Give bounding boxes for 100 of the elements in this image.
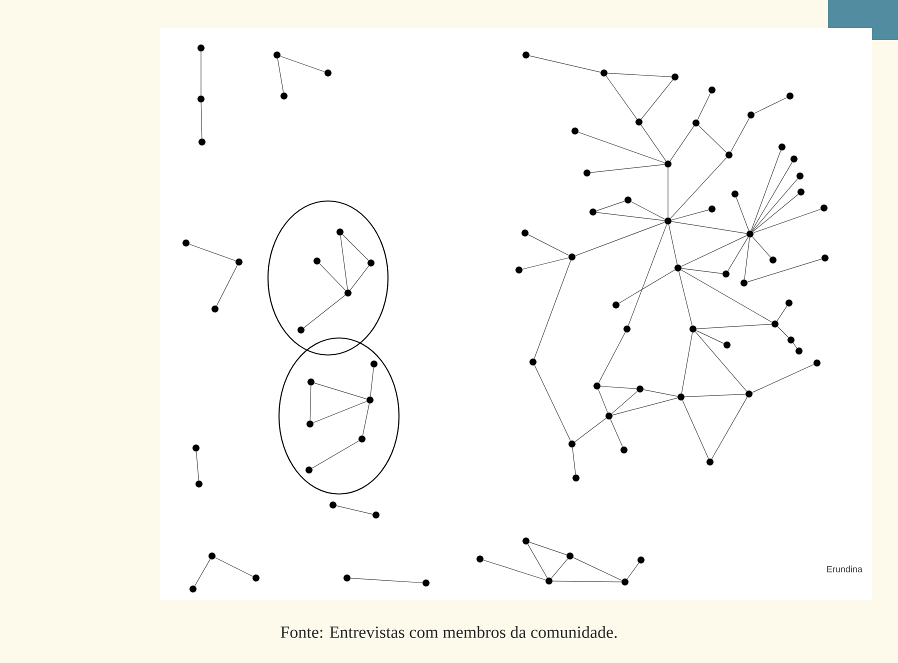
connector-line [730,118,750,152]
connector-line [776,306,788,322]
network-dot [786,92,794,100]
network-dot [706,458,714,466]
network-dot [546,578,552,584]
connector-line [640,124,666,162]
connector-line [630,201,666,220]
connector-line [752,178,798,232]
connector-line [534,365,571,441]
network-dot [600,70,608,76]
connector-line [618,270,676,304]
network-dot [208,552,216,560]
connector-line [610,419,623,447]
network-dot [252,574,260,582]
network-dot [190,586,196,592]
network-dot [622,578,628,586]
connector-line [312,440,360,468]
connector-line [752,194,798,232]
connector-line [215,557,253,577]
network-dot [708,86,716,94]
network-dot [778,144,786,150]
network-dot [584,170,590,176]
connector-line [754,97,787,114]
network-dot [372,512,380,518]
network-dot [636,118,642,126]
network-dot [692,120,700,126]
network-dot [748,112,754,118]
network-dot [674,264,682,272]
connector-line [684,394,746,398]
connector-line [189,244,236,262]
network-dot [624,196,632,204]
connector-line [750,150,782,231]
network-dot [344,574,350,582]
network-dot [568,254,576,260]
network-dot [772,320,778,328]
connector-line [670,126,694,162]
network-dot [522,52,530,58]
connector-line [696,330,724,344]
network-dot [366,396,374,404]
connector-line [551,558,568,578]
network-dot [746,390,752,398]
connector-line [596,212,665,221]
network-dot [182,240,190,246]
group-ellipse [267,200,389,356]
network-dot [814,360,820,366]
connector-line [529,542,567,556]
connector-line [695,332,747,392]
network-dot [620,446,628,454]
connector-line [370,367,374,397]
connector-line [598,389,608,413]
connector-line [528,234,569,256]
network-dot [770,256,776,264]
connector-line [310,385,312,421]
connector-line [200,51,202,96]
connector-line [777,326,789,338]
network-dot [476,556,484,562]
network-dot [664,218,672,224]
connector-line [606,76,638,120]
connector-line [728,236,748,272]
network-dot [308,378,314,386]
network-dot [796,348,802,354]
connector-line [590,164,665,173]
connector-line [744,237,750,280]
network-dot [732,190,738,198]
network-dot [336,228,344,236]
network-dot [330,502,336,508]
connector-line [574,418,606,442]
network-dot [198,44,204,52]
network-dot [236,258,242,266]
network-dot [516,266,522,274]
network-dot [572,474,580,482]
network-dot [522,538,530,544]
network-dot [274,52,280,58]
network-dot [624,326,630,332]
network-dot [636,386,644,392]
network-dot [740,280,748,286]
network-dot [198,96,204,102]
connector-line [668,224,678,265]
connector-line [682,400,709,459]
connector-line [697,93,711,120]
author-label: Erundina [827,566,862,572]
network-dot [368,260,374,266]
connector-line [304,294,346,328]
connector-line [612,391,638,414]
connector-line [752,236,771,258]
network-dot [568,440,576,448]
connector-line [528,544,548,578]
network-dot [722,270,730,278]
connector-line [216,265,238,306]
connector-line [681,332,693,394]
network-dot [314,258,320,264]
connector-line [598,332,626,384]
network-dot [306,420,314,428]
connector-line [534,260,572,359]
connector-line [671,221,747,234]
connector-line [522,258,569,270]
network-dot [344,290,352,296]
network-dot [786,300,792,306]
connector-line [573,557,622,581]
connector-line [736,197,749,231]
